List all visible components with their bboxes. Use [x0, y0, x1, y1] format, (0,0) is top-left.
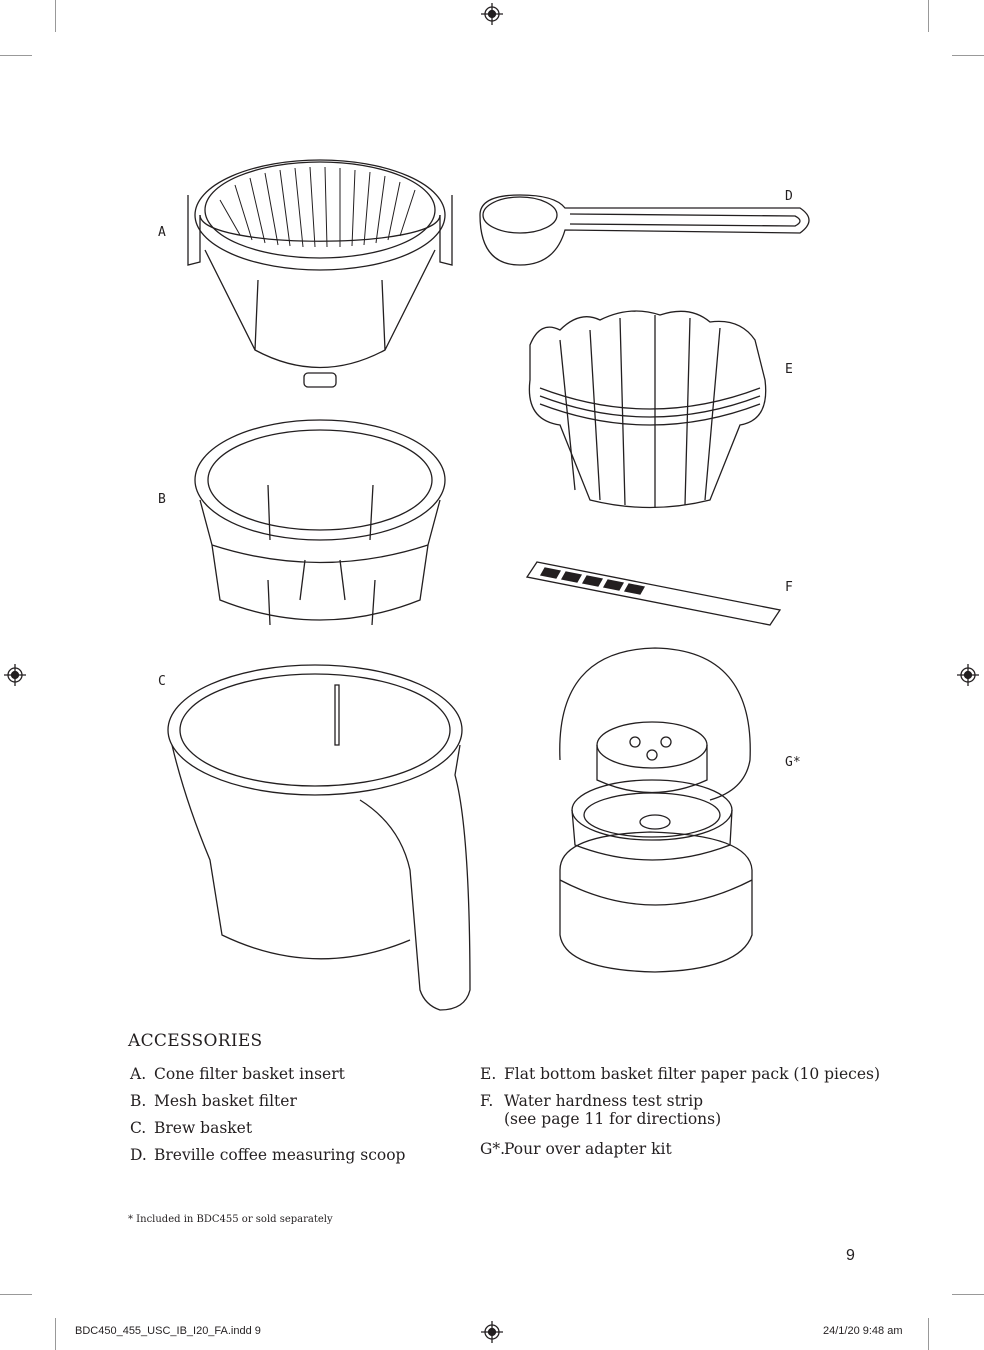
registration-mark-icon [957, 664, 979, 686]
registration-mark-icon [481, 3, 503, 25]
figure-label-e: E [785, 362, 793, 377]
crop-mark [952, 1294, 984, 1295]
crop-mark [55, 1318, 56, 1350]
figure-label-b: B [158, 492, 166, 507]
list-item: F. Water hardness test strip(see page 11 … [480, 1092, 721, 1128]
item-text: Flat bottom basket filter paper pack (10… [504, 1065, 881, 1083]
figure-label-c: C [158, 674, 166, 689]
figure-label-f: F [785, 580, 793, 595]
item-text: Water hardness test strip [504, 1092, 704, 1110]
crop-mark [928, 0, 929, 32]
crop-mark [55, 0, 56, 32]
item-key: B. [130, 1092, 147, 1110]
figure-label-d: D [785, 189, 793, 204]
registration-mark-icon [481, 1321, 503, 1343]
footnote: * Included in BDC455 or sold separately [128, 1214, 333, 1225]
list-item: E. Flat bottom basket filter paper pack (… [480, 1065, 880, 1083]
figure-label-g: G* [785, 755, 801, 770]
list-item: G*.Pour over adapter kit [480, 1140, 672, 1158]
item-text: Mesh basket filter [154, 1092, 297, 1110]
item-key: F. [480, 1092, 494, 1110]
item-text-continued: (see page 11 for directions) [504, 1110, 722, 1128]
item-text: Pour over adapter kit [504, 1140, 672, 1158]
crop-mark [0, 1294, 32, 1295]
crop-mark [928, 1318, 929, 1350]
pour-over-adapter-kit-illustration [559, 647, 753, 973]
list-item: A. Cone filter basket insert [130, 1065, 345, 1083]
registration-mark-icon [4, 664, 26, 686]
list-item: D. Breville coffee measuring scoop [130, 1146, 405, 1164]
crop-mark [952, 55, 984, 56]
brew-basket-illustration [167, 664, 471, 1011]
crop-mark [0, 55, 32, 56]
list-item: B. Mesh basket filter [130, 1092, 297, 1110]
mesh-basket-filter-illustration [194, 419, 446, 626]
item-key: A. [130, 1065, 147, 1083]
page-number: 9 [846, 1247, 855, 1264]
list-item: C. Brew basket [130, 1119, 252, 1137]
item-text: Breville coffee measuring scoop [154, 1146, 406, 1164]
slug-filename: BDC450_455_USC_IB_I20_FA.indd 9 [75, 1325, 261, 1337]
cone-filter-basket-illustration [187, 159, 453, 388]
item-key: E. [480, 1065, 497, 1083]
item-key: D. [130, 1146, 147, 1164]
section-title: ACCESSORIES [128, 1031, 263, 1051]
slug-date: 24/1/20 9:48 am [823, 1325, 903, 1337]
item-text: Brew basket [154, 1119, 253, 1137]
measuring-scoop-illustration [479, 194, 810, 266]
paper-filter-pack-illustration [528, 310, 767, 509]
figure-label-a: A [158, 225, 166, 240]
item-key: C. [130, 1119, 147, 1137]
item-text: Cone filter basket insert [154, 1065, 345, 1083]
item-key: G*. [480, 1140, 506, 1158]
test-strip-illustration [525, 561, 782, 626]
